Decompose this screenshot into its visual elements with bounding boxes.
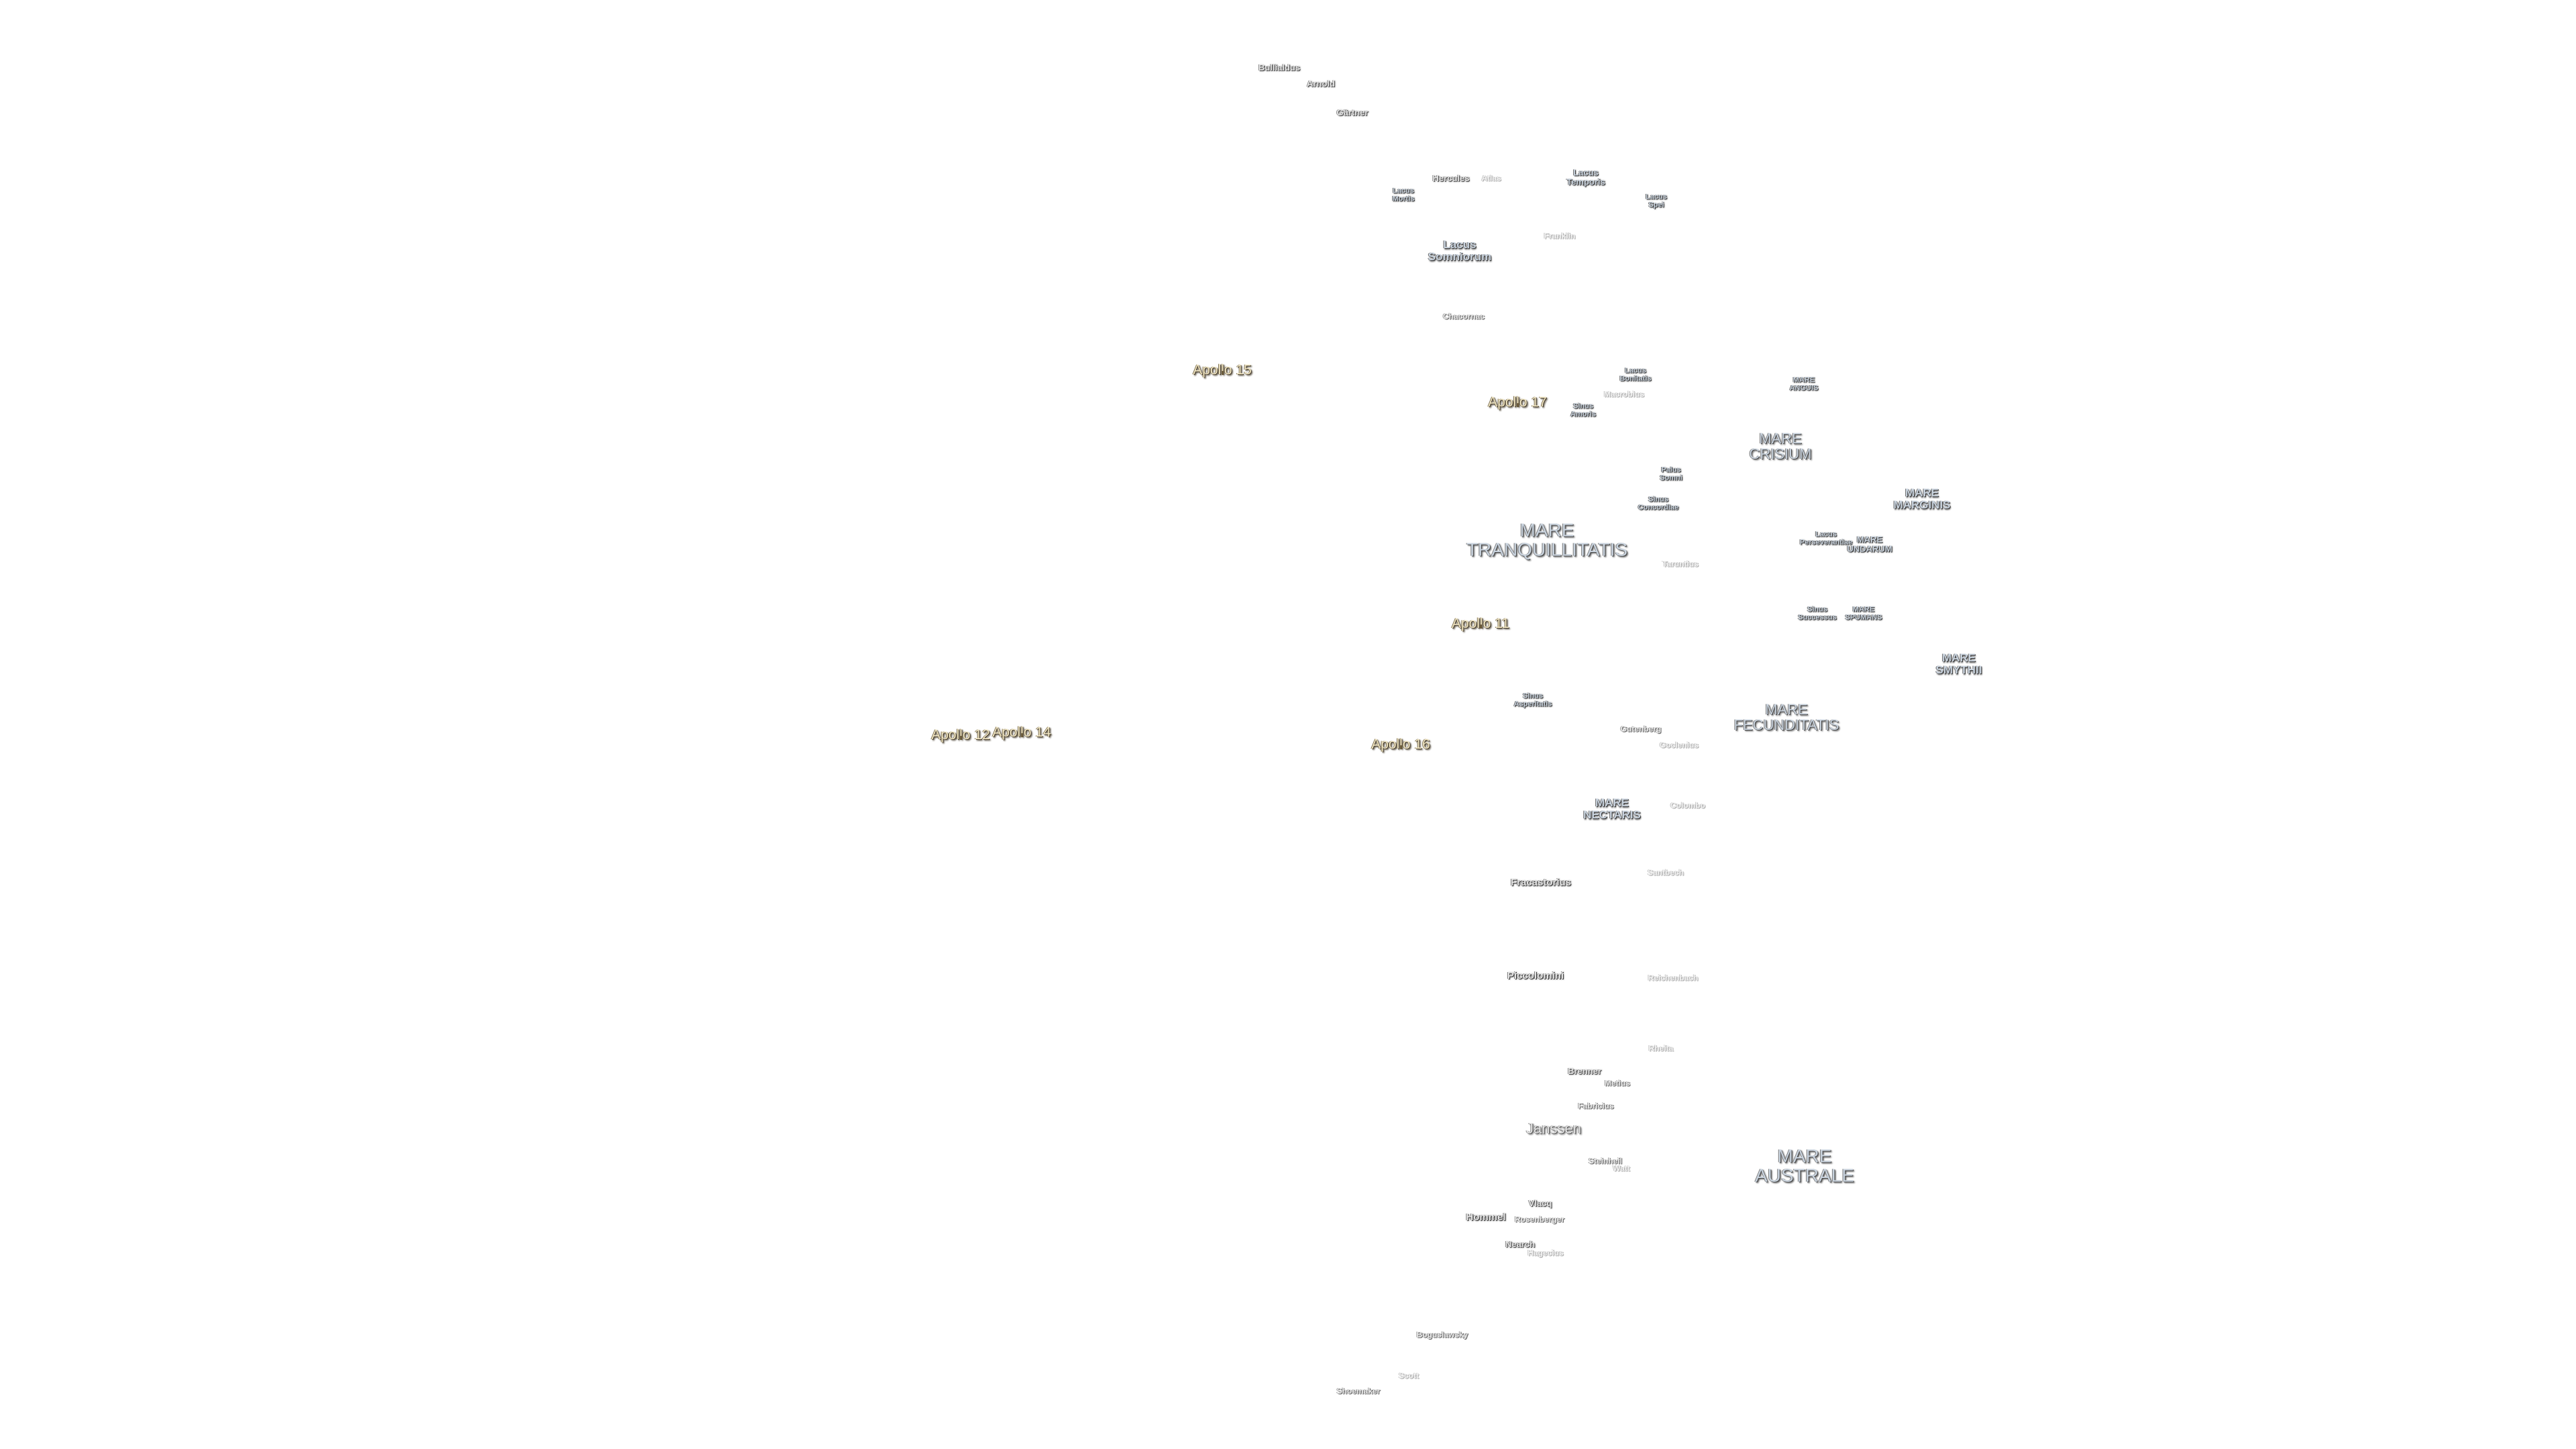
crater-label-steinheil: Steinheil: [1588, 1156, 1623, 1166]
landing-marker: [959, 736, 962, 741]
mare-label-lacus-bonitatis: Lacus Bonitatis: [1619, 366, 1652, 382]
mare-label-lacus-temporis: Lacus Temporis: [1566, 167, 1605, 186]
mare-label-lacus-mortis: Lacus Mortis: [1392, 186, 1415, 203]
crater-label-fabricius: Fabricius: [1578, 1101, 1614, 1111]
crater-label-gutenberg: Gutenberg: [1620, 724, 1662, 734]
crater-label-janssen: Janssen: [1526, 1120, 1581, 1137]
mare-label-lacus-spei: Lacus Spei: [1646, 193, 1667, 209]
landing-marker: [1516, 403, 1519, 408]
landing-marker: [1399, 745, 1402, 750]
crater-label-macrobius: Macrobius: [1603, 389, 1645, 399]
crater-label-colombo: Colombo: [1670, 800, 1705, 810]
apollo-16-site[interactable]: Apollo 16: [1371, 736, 1430, 752]
landing-marker: [1020, 733, 1023, 738]
crater-label-arnold: Arnold: [1307, 78, 1335, 89]
landing-marker: [1479, 625, 1482, 629]
crater-label-nearch: Nearch: [1505, 1239, 1536, 1250]
apollo-14-site[interactable]: Apollo 14: [992, 724, 1051, 740]
crater-label-franklin: Franklin: [1544, 231, 1576, 241]
crater-label-rheita: Rheita: [1648, 1043, 1674, 1053]
mare-label-sinus-amoris: Sinus Amoris: [1570, 402, 1596, 418]
apollo-17-site[interactable]: Apollo 17: [1488, 394, 1547, 410]
mare-label-sinus-asperitatis: Sinus Asperitatis: [1513, 692, 1552, 708]
apollo-15-site[interactable]: Apollo 15: [1193, 362, 1252, 378]
crater-label-bullialdus: Bullialdus: [1258, 62, 1301, 73]
mare-label-mare-spumans: MARE SPUMANS: [1845, 605, 1882, 621]
mare-label-mare-marginis: MARE MARGINIS: [1893, 486, 1951, 511]
mare-label-palus-somni: Palus Somni: [1660, 466, 1682, 482]
crater-label-scott: Scott: [1399, 1371, 1419, 1381]
mare-label-mare-fecunditatis: MARE FECUNDITATIS: [1733, 700, 1839, 733]
crater-label-shoemaker: Shoemaker: [1336, 1386, 1381, 1396]
mare-label-mare-crisium: MARE CRISIUM: [1749, 429, 1812, 462]
crater-label-chacornac: Chacornac: [1442, 311, 1485, 321]
crater-label-rosenberger: Rosenberger: [1514, 1214, 1565, 1224]
crater-label-vlacq: Vlacq: [1528, 1198, 1552, 1209]
crater-label-watt: Watt: [1613, 1163, 1630, 1173]
mare-label-sinus-successus: Sinus Successus: [1798, 605, 1837, 621]
crater-label-boguslawsky: Boguslawsky: [1416, 1330, 1468, 1340]
mare-label-mare-smythii: MARE SMYTHII: [1935, 651, 1982, 676]
crater-label-reichenbach: Reichenbach: [1648, 973, 1699, 983]
crater-label-hagecius: Hagecius: [1527, 1248, 1564, 1258]
crater-label-taruntius: Taruntius: [1662, 559, 1699, 569]
mare-label-mare-anguis: MARE ANGUIS: [1789, 376, 1819, 392]
apollo-12-site[interactable]: Apollo 12: [931, 727, 990, 743]
mare-label-mare-nectaris: MARE NECTARIS: [1583, 796, 1641, 821]
mare-label-sinus-concordiae: Sinus Concordiae: [1638, 495, 1679, 511]
crater-label-piccolomini: Piccolomini: [1507, 970, 1564, 982]
mare-label-lacus-perseverantiae: Lacus Perseverantiae: [1799, 530, 1853, 546]
mare-label-mare-tranquillitatis: MARE TRANQUILLITATIS: [1466, 519, 1628, 560]
apollo-11-site[interactable]: Apollo 11: [1451, 615, 1510, 631]
crater-label-gartner: Gärtner: [1336, 107, 1368, 118]
mare-label-lacus-somniorum: Lacus Somniorum: [1428, 238, 1492, 263]
crater-label-hercules: Hercules: [1432, 173, 1470, 184]
crater-label-brenner: Brenner: [1568, 1066, 1601, 1077]
crater-label-goclenius: Goclenius: [1659, 740, 1699, 750]
landing-marker: [1221, 371, 1224, 376]
mare-label-mare-australe: MARE AUSTRALE: [1755, 1145, 1854, 1186]
crater-label-hommel: Hommel: [1466, 1212, 1506, 1224]
crater-label-atlas: Atlas: [1481, 173, 1501, 183]
crater-label-santbech: Santbech: [1647, 867, 1684, 877]
mare-label-mare-undarum: MARE UNDARUM: [1847, 534, 1892, 553]
crater-label-fracastorius: Fracastorius: [1510, 877, 1572, 889]
crater-label-metius: Metius: [1604, 1078, 1631, 1088]
